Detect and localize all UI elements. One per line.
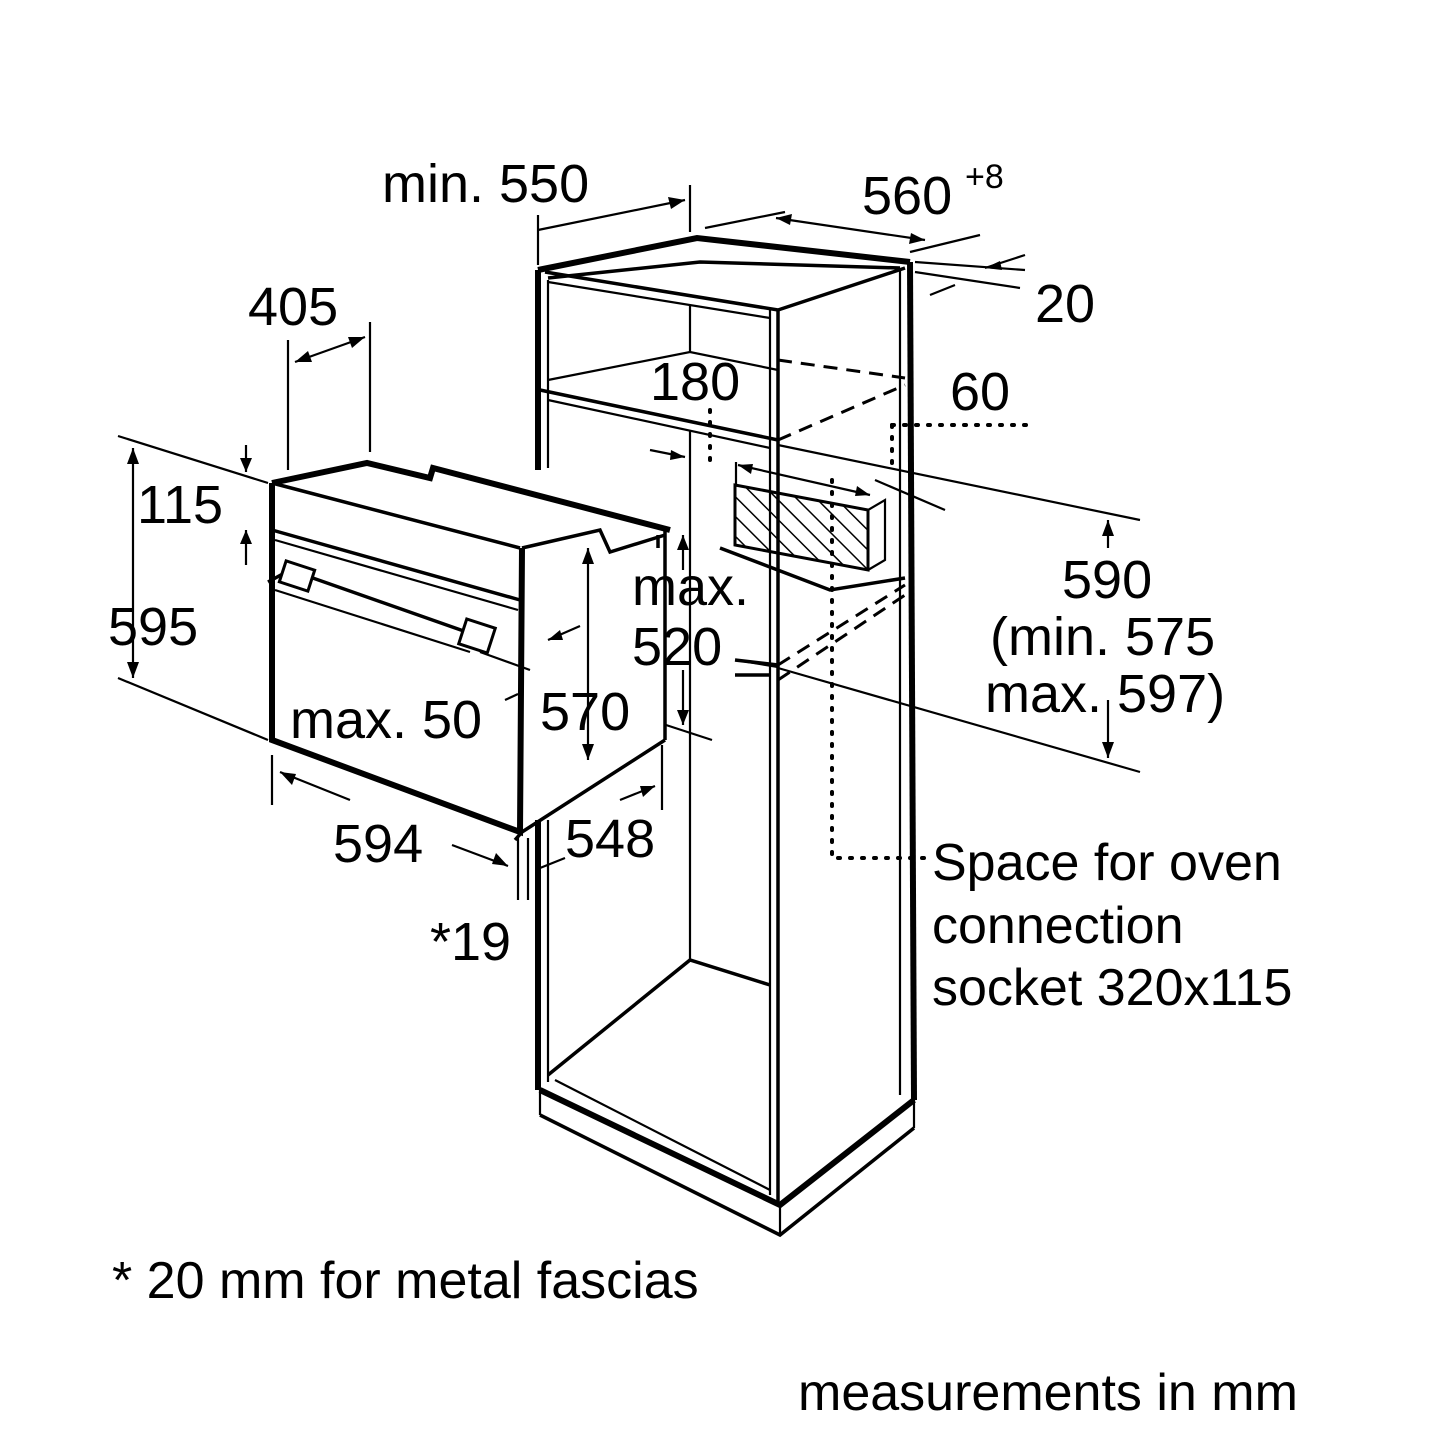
units-note: measurements in mm — [798, 1364, 1298, 1422]
label-top-gap: 180 — [650, 352, 740, 412]
label-oven-depth-top: 405 — [248, 277, 338, 337]
label-fascia-height: 115 — [137, 475, 223, 535]
oven-body — [267, 459, 671, 842]
label-niche-height-max: max. 597) — [985, 664, 1225, 724]
socket-space-note-line1: Space for oven — [932, 834, 1282, 892]
label-niche-width-tolerance: +8 — [965, 158, 1004, 196]
label-body-width: 570 — [540, 682, 630, 742]
label-handle-depth: max. 50 — [290, 690, 482, 750]
socket-space-note-line3: socket 320x115 — [932, 959, 1292, 1017]
label-niche-width: 560 — [862, 166, 952, 226]
cabinet-outline — [535, 234, 917, 1238]
label-socket-offset: 60 — [950, 362, 1010, 422]
label-fascia-thickness: *19 — [430, 912, 511, 972]
label-niche-height-min: (min. 575 — [990, 607, 1215, 667]
label-panel-max: max. — [632, 557, 749, 617]
dimension-lines — [117, 185, 1141, 900]
socket-space-note-line2: connection — [932, 897, 1184, 955]
label-panel-max-value: 520 — [632, 617, 722, 677]
label-cabinet-depth: min. 550 — [382, 154, 589, 214]
fascia-note: * 20 mm for metal fascias — [112, 1252, 699, 1310]
label-side-panel: 20 — [1035, 274, 1095, 334]
label-front-width: 594 — [333, 814, 423, 874]
label-niche-height: 590 — [1062, 550, 1152, 610]
label-oven-height: 595 — [108, 597, 198, 657]
oven-handle — [267, 559, 498, 655]
label-body-width-rear: 548 — [565, 809, 655, 869]
